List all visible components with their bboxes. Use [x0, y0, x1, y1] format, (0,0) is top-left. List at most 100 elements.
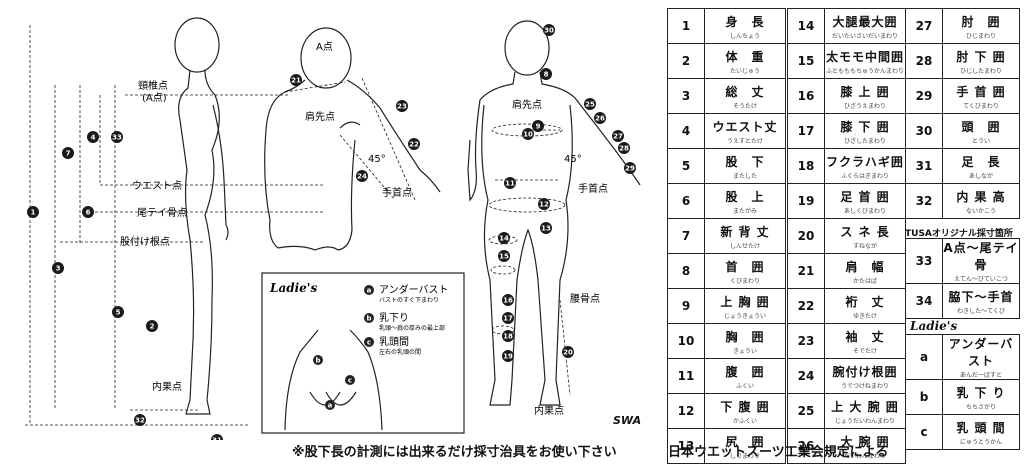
label-wrist-left: 手首点 — [382, 186, 412, 199]
row-name: 尻 囲 — [725, 434, 765, 449]
row-reading: ゆきたけ — [852, 312, 877, 320]
row-number: 29 — [905, 78, 943, 114]
marker-number: 4 — [91, 134, 96, 142]
row-number: 22 — [787, 288, 825, 324]
row-reading: ひざしたまわり — [844, 137, 886, 145]
marker-circle — [52, 262, 64, 274]
row-name: 足 長 — [961, 154, 1001, 169]
footnote: ※股下長の計測には出来るだけ採寸治具をお使い下さい — [292, 445, 617, 460]
marker-number: 8 — [544, 71, 549, 79]
marker-number: 14 — [499, 235, 509, 243]
side-view-figure — [174, 17, 229, 415]
row-reading: ないかこう — [965, 207, 996, 215]
row-item: 尻 囲しりまわり — [704, 428, 786, 464]
row-number: 34 — [905, 283, 943, 319]
row-name: A点～尾テイ骨 — [943, 241, 1019, 272]
marker-number: 30 — [544, 27, 554, 35]
row-reading: うえすとたけ — [726, 137, 763, 145]
marker-circle — [543, 24, 555, 36]
row-reading: またがみ — [732, 207, 757, 215]
row-name: 袖 丈 — [845, 329, 885, 344]
row-name: 乳 下 り — [956, 385, 1006, 400]
row-name: 裄 丈 — [845, 294, 885, 309]
row-item: フクラハギ囲ふくらはぎまわり — [824, 148, 906, 184]
row-name: 上 胸 囲 — [720, 294, 770, 309]
row-item: 太モモ中間囲ふともももちゅうかんまわり — [824, 43, 906, 79]
row-number: 12 — [667, 393, 705, 429]
row-reading: ふくらはぎまわり — [840, 172, 889, 180]
row-item: 裄 丈ゆきたけ — [824, 288, 906, 324]
row-item: ス ネ 長すねなが — [824, 218, 906, 254]
row-name: 足 首 囲 — [840, 189, 890, 204]
svg-text:c: c — [348, 377, 352, 385]
label-neck-point: 頸椎点 — [138, 79, 168, 92]
row-name: 大 腕 囲 — [840, 434, 890, 449]
marker-circle — [356, 170, 368, 182]
marker-number: 7 — [66, 150, 71, 158]
marker-number: 27 — [613, 133, 623, 141]
row-number: 28 — [905, 43, 943, 79]
row-reading: かふくい — [732, 417, 757, 425]
row-reading: にゅうとうかん — [959, 438, 1002, 446]
marker-number: 2 — [150, 323, 155, 331]
row-name: 総 丈 — [725, 84, 765, 99]
marker-circle — [290, 74, 302, 86]
row-item: 新 背 丈しんせたけ — [704, 218, 786, 254]
marker-number: 5 — [116, 309, 121, 317]
row-name: 肘 下 囲 — [956, 49, 1006, 64]
marker-circle — [504, 177, 516, 189]
label-hip-bone: 腰骨点 — [570, 293, 600, 305]
marker-circle — [502, 312, 514, 324]
row-number: 11 — [667, 358, 705, 394]
row-reading: そうたけ — [732, 102, 757, 110]
row-reading: かたはば — [852, 277, 877, 285]
row-item: 腕付け根囲うでつけねまわり — [824, 358, 906, 394]
row-number: b — [905, 379, 943, 415]
row-item: 乳 下 りちちさがり — [942, 379, 1020, 415]
marker-number: 32 — [135, 417, 145, 425]
ladies-inset-box — [261, 272, 465, 434]
row-item: 肩 幅かたはば — [824, 253, 906, 289]
marker-number: 22 — [409, 141, 419, 149]
svg-text:a: a — [328, 402, 333, 410]
row-item: 膝 下 囲ひざしたまわり — [824, 113, 906, 149]
marker-circle — [408, 138, 420, 150]
marker-circle — [62, 147, 74, 159]
row-reading: ちちさがり — [965, 403, 996, 411]
label-neck-point-a: (A点) — [142, 92, 167, 104]
row-number: a — [905, 334, 943, 380]
tusa-section-title: TUSAオリジナル採寸箇所 — [905, 229, 1013, 239]
row-item: 足 首 囲あしくびまわり — [824, 183, 906, 219]
marker-number: 12 — [539, 201, 549, 209]
row-name: 膝 上 囲 — [840, 84, 890, 99]
row-number: 20 — [787, 218, 825, 254]
row-number: 21 — [787, 253, 825, 289]
marker-number: 28 — [619, 145, 629, 153]
label-wrist-right: 手首点 — [578, 182, 608, 195]
marker-number: 1 — [31, 209, 36, 217]
row-reading: そでたけ — [852, 347, 877, 355]
row-reading: あしなが — [968, 172, 993, 180]
row-number: 26 — [787, 428, 825, 464]
row-item: 足 長あしなが — [942, 148, 1020, 184]
row-item: 上 胸 囲じょうきょうい — [704, 288, 786, 324]
row-reading: すねなが — [852, 242, 877, 250]
marker-number: 6 — [86, 209, 91, 217]
ladies-inset-item-c-desc: 左右の乳頭の間 — [379, 348, 421, 356]
